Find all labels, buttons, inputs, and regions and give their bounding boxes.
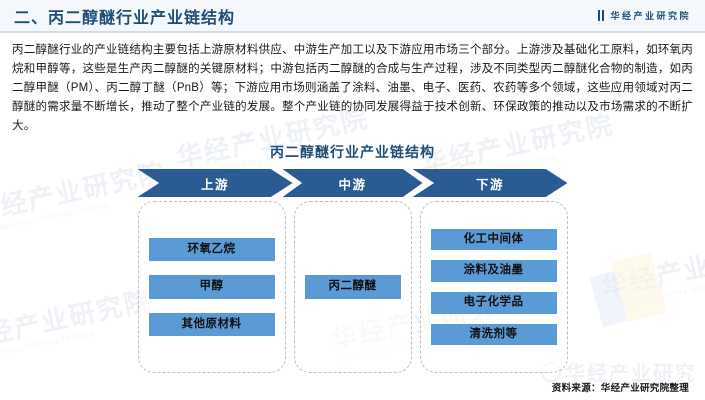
- industry-chain-diagram: 丙二醇醚行业产业链结构 上游 中游 下游 环氧乙烷 甲醇 其他原材料 丙二醇醚 …: [0, 142, 705, 373]
- stage-column-downstream: 化工中间体 涂料及油墨 电子化学品 清洗剂等: [419, 201, 568, 373]
- chain-node: 甲醇: [148, 275, 275, 299]
- source-note: 资料来源：华经产业研究院整理: [551, 383, 689, 394]
- stage-columns: 环氧乙烷 甲醇 其他原材料 丙二醇醚 化工中间体 涂料及油墨 电子化学品 清洗剂…: [137, 201, 568, 373]
- chart-title: 丙二醇醚行业产业链结构: [270, 144, 435, 160]
- page-header: 二、丙二醇醚行业产业链结构 华经产业研究院: [0, 0, 705, 33]
- stage-column-upstream: 环氧乙烷 甲醇 其他原材料: [137, 201, 286, 373]
- stage-arrow-row: 上游 中游 下游: [137, 169, 568, 197]
- chain-node: 其他原材料: [148, 312, 275, 337]
- brand-name: 华经产业研究院: [610, 11, 691, 21]
- bars-logo-icon: [597, 10, 605, 21]
- chain-node: 电子化学品: [430, 292, 557, 314]
- stage-column-midstream: 丙二醇醚: [293, 201, 412, 373]
- brand-logo: 华经产业研究院: [597, 9, 691, 22]
- stage-label: 上游: [200, 177, 229, 192]
- stage-arrow-downstream: 下游: [412, 169, 568, 197]
- body-paragraph: 丙二醇醚行业的产业链结构主要包括上游原材料供应、中游生产加工以及下游应用市场三个…: [12, 44, 693, 132]
- stage-label: 中游: [338, 177, 367, 192]
- stage-arrow-midstream: 中游: [282, 169, 423, 197]
- chain-node: 环氧乙烷: [148, 237, 275, 262]
- chain-node: 丙二醇醚: [304, 275, 401, 299]
- stage-label: 下游: [475, 177, 504, 192]
- chain-node: 清洗剂等: [430, 323, 557, 346]
- stage-arrow-upstream: 上游: [137, 169, 293, 197]
- page-title: 二、丙二醇醚行业产业链结构: [14, 9, 236, 27]
- chain-node: 涂料及油墨: [430, 260, 557, 282]
- chain-node: 化工中间体: [430, 228, 557, 251]
